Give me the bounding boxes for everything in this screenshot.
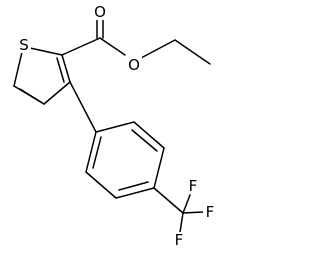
atom-f-bottom: F [172, 231, 186, 249]
bond-ph5-ph6 [85, 171, 117, 199]
atom-f-bottom-bg [172, 232, 186, 248]
phenyl-ring [69, 81, 165, 199]
atom-o-ester: O [126, 56, 142, 74]
bond-s-c5 [13, 51, 23, 87]
thiophene-ring [13, 47, 71, 105]
bond-c2-carbonyl [61, 37, 101, 56]
atom-s-label: S [19, 36, 29, 54]
bond-ph4-ph5 [115, 187, 155, 199]
bond-c3-c2 [61, 54, 71, 83]
atom-o-ester-bg [126, 57, 142, 73]
atom-s-bg [17, 37, 31, 53]
atom-f-top: F [186, 177, 200, 195]
atom-o-carbonyl: O [92, 3, 108, 21]
bond-c-f-bottom [179, 212, 184, 233]
atom-o-carbonyl-bg [92, 4, 108, 20]
bond-ph6-ph1 [85, 131, 97, 173]
bond-ch2-ch3 [174, 39, 211, 65]
bond-c2-s [29, 47, 63, 56]
bond-thiophene-phenyl [69, 81, 97, 133]
atom-f-top-bg [186, 178, 200, 194]
atom-f-top-label: F [189, 177, 198, 195]
atom-f-right-bg [203, 204, 217, 220]
ester-group [61, 17, 211, 65]
bond-ph1-ph2 [95, 121, 135, 133]
bond-ph2-ph3 [133, 121, 165, 149]
bond-ph4-ph5-inner [118, 181, 149, 191]
bond-c5-c4-inner [19, 88, 45, 105]
bond-carbonyl-o-single [99, 37, 126, 56]
bond-ph2-ph3-inner [131, 129, 158, 152]
bond-ph6-ph1-inner [92, 136, 102, 169]
trifluoromethyl-group [153, 187, 204, 233]
bond-c-f-right [182, 211, 204, 214]
bond-c3-c2-inner [56, 57, 65, 83]
atom-s: S [17, 36, 31, 54]
atom-f-right: F [203, 203, 217, 221]
molecule-structure: S O O F F F [13, 3, 217, 249]
bond-o-ch2 [140, 39, 176, 59]
bond-c-f-top [182, 194, 191, 214]
bond-c4-c3 [43, 81, 71, 105]
atom-o-ester-label: O [128, 56, 140, 74]
atom-f-bottom-label: F [175, 231, 184, 249]
bond-ph-cf3 [153, 187, 184, 214]
atom-o-carbonyl-label: O [94, 3, 106, 21]
bond-ph3-ph4 [153, 147, 165, 189]
atom-f-right-label: F [206, 203, 215, 221]
